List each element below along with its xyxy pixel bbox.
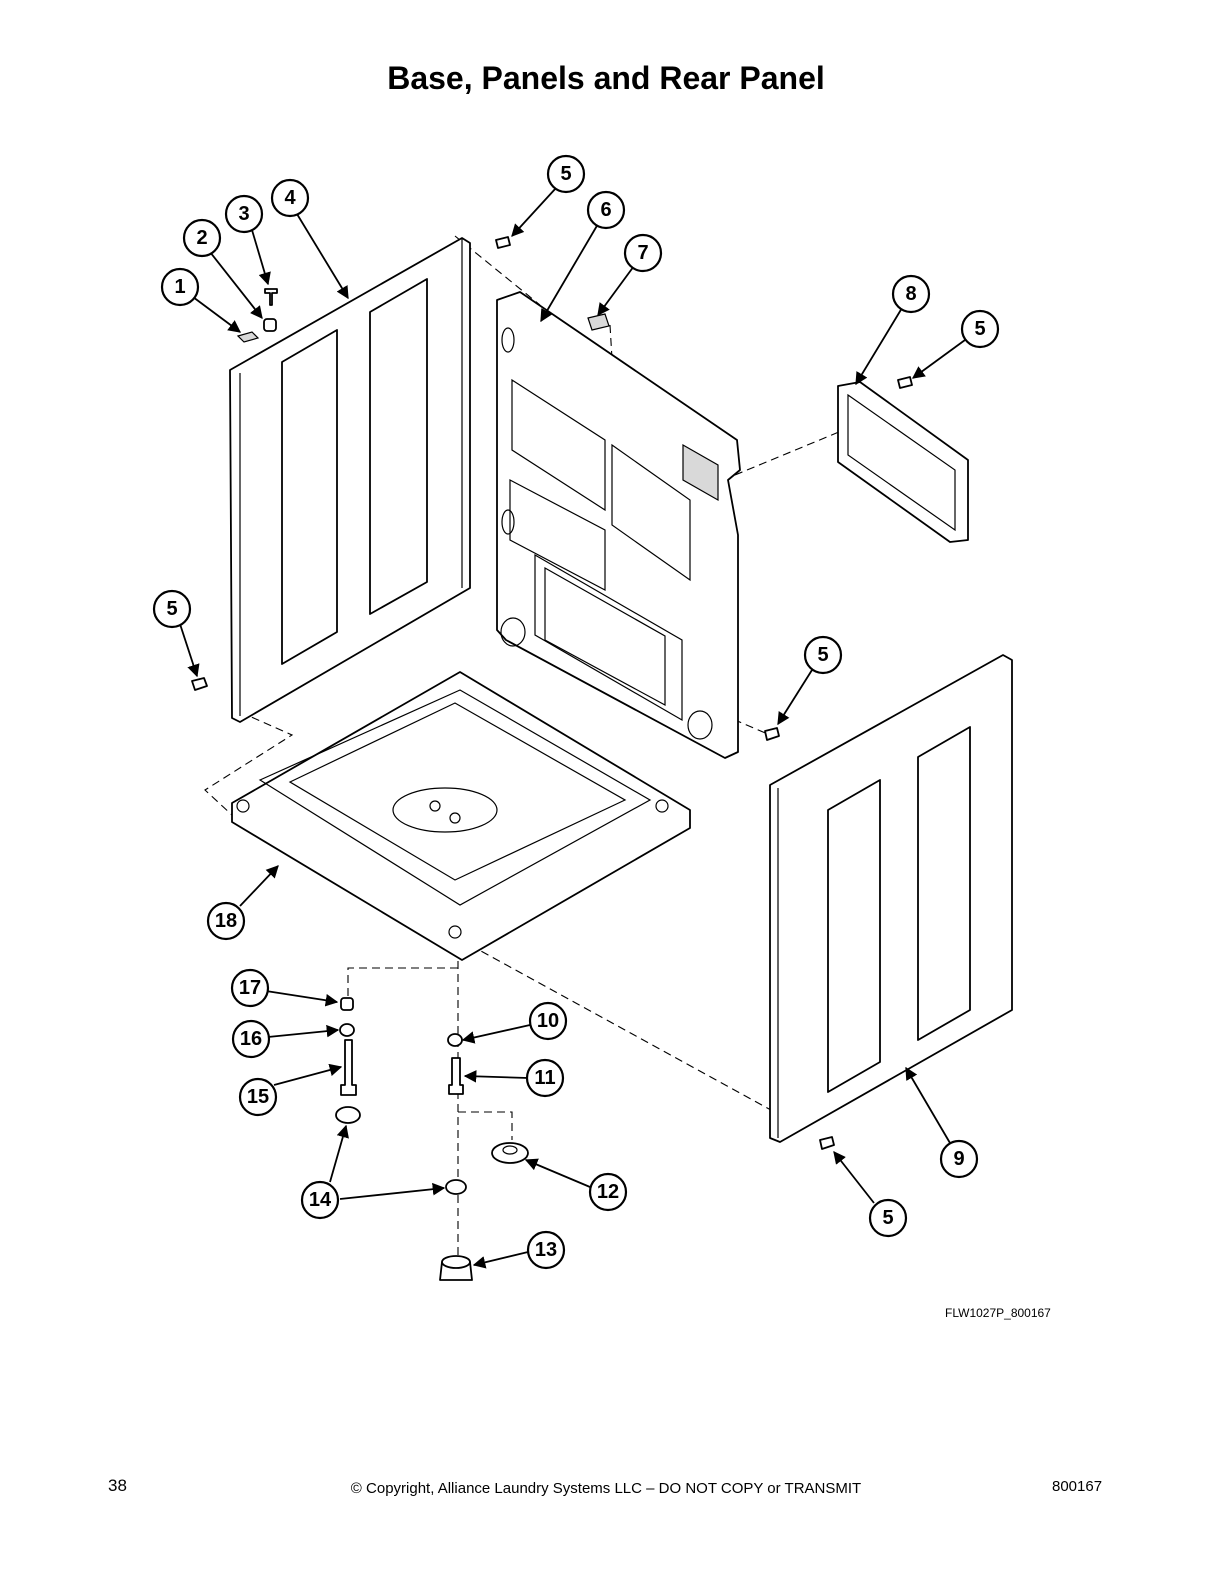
callout-3: 3 <box>224 194 264 234</box>
callout-5-rear: 5 <box>803 635 843 675</box>
svg-text:8: 8 <box>905 283 916 305</box>
svg-text:5: 5 <box>974 318 985 340</box>
svg-text:15: 15 <box>247 1086 269 1108</box>
svg-text:2: 2 <box>196 227 207 249</box>
hardware-parts <box>191 236 913 1281</box>
callout-13: 13 <box>526 1230 566 1270</box>
svg-text:17: 17 <box>239 977 261 999</box>
document-number: 800167 <box>1052 1478 1103 1495</box>
access-panel <box>837 381 969 543</box>
callout-5-bottom: 5 <box>868 1198 908 1238</box>
callout-17: 17 <box>230 968 270 1008</box>
svg-text:7: 7 <box>637 242 648 264</box>
svg-text:11: 11 <box>534 1067 555 1089</box>
callout-1: 1 <box>160 267 200 307</box>
callout-9: 9 <box>939 1139 979 1179</box>
drawing-id: FLW1027P_800167 <box>945 1306 1051 1320</box>
callout-11: 11 <box>525 1058 565 1098</box>
svg-text:18: 18 <box>215 910 237 932</box>
copyright-notice: © Copyright, Alliance Laundry Systems LL… <box>350 1480 862 1497</box>
page-number: 38 <box>108 1476 127 1495</box>
callout-5-left: 5 <box>152 589 192 629</box>
svg-text:5: 5 <box>560 163 571 185</box>
svg-text:3: 3 <box>238 203 249 225</box>
callout-6: 6 <box>586 190 626 230</box>
svg-text:1: 1 <box>174 276 185 298</box>
callout-5-top: 5 <box>546 154 586 194</box>
left-side-panel <box>229 237 471 723</box>
page-title: Base, Panels and Rear Panel <box>387 60 825 96</box>
svg-text:14: 14 <box>309 1189 332 1211</box>
svg-text:5: 5 <box>166 598 177 620</box>
callout-10: 10 <box>528 1001 568 1041</box>
rear-panel <box>496 291 741 759</box>
leader-arrows <box>179 187 966 1269</box>
callout-2: 2 <box>182 218 222 258</box>
callout-15: 15 <box>238 1077 278 1117</box>
callout-14: 14 <box>300 1180 340 1220</box>
svg-text:5: 5 <box>817 644 828 666</box>
callout-12: 12 <box>588 1172 628 1212</box>
svg-text:6: 6 <box>600 199 611 221</box>
right-side-panel <box>769 654 1013 1143</box>
label-decal <box>587 313 610 331</box>
svg-text:16: 16 <box>240 1028 262 1050</box>
callout-16: 16 <box>231 1019 271 1059</box>
base-frame <box>231 671 691 961</box>
svg-text:5: 5 <box>882 1207 893 1229</box>
svg-text:13: 13 <box>535 1239 557 1261</box>
svg-text:9: 9 <box>953 1148 964 1170</box>
svg-text:12: 12 <box>597 1181 619 1203</box>
callout-18: 18 <box>206 901 246 941</box>
callout-5-access-panel: 5 <box>960 309 1000 349</box>
callout-8: 8 <box>891 274 931 314</box>
callout-4: 4 <box>270 178 310 218</box>
callout-7: 7 <box>623 233 663 273</box>
svg-text:4: 4 <box>284 187 296 209</box>
svg-text:10: 10 <box>537 1010 559 1032</box>
